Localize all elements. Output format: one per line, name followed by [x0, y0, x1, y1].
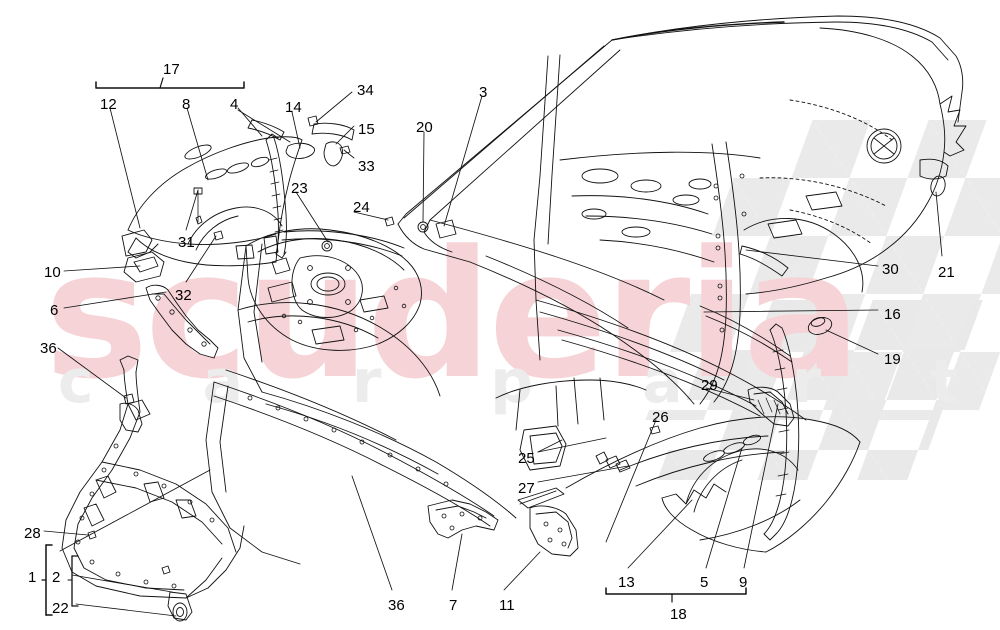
callout-10: 10 [44, 264, 61, 281]
callout-36-bottom: 36 [388, 597, 405, 614]
small-parts-bottom [427, 451, 631, 557]
body-shell-main [397, 15, 967, 421]
pillar-trim-strip [763, 323, 800, 541]
callout-2: 2 [52, 569, 61, 586]
callout-9: 9 [739, 574, 748, 591]
callout-3: 3 [479, 84, 488, 101]
callout-21: 21 [938, 264, 955, 281]
callout-17: 17 [163, 61, 180, 78]
callout-28: 28 [24, 525, 41, 542]
callout-14: 14 [285, 99, 302, 116]
small-parts-top [213, 115, 457, 252]
callout-13: 13 [618, 574, 635, 591]
callout-27: 27 [518, 480, 535, 497]
fender-trim-strip [265, 133, 287, 259]
callout-16: 16 [884, 306, 901, 323]
callout-23: 23 [291, 180, 308, 197]
callout-22: 22 [52, 600, 69, 617]
callout-30: 30 [882, 261, 899, 278]
callout-31: 31 [178, 234, 195, 251]
callout-6: 6 [50, 302, 59, 319]
callout-5: 5 [700, 574, 709, 591]
callout-18: 18 [670, 606, 687, 623]
callout-26: 26 [652, 409, 669, 426]
callout-24: 24 [353, 199, 370, 216]
callout-7: 7 [449, 597, 458, 614]
callout-20: 20 [416, 119, 433, 136]
callout-29: 29 [701, 377, 718, 394]
callout-8: 8 [182, 96, 191, 113]
sill-trim-parts [747, 175, 946, 427]
callout-33: 33 [358, 158, 375, 175]
callout-15: 15 [358, 121, 375, 138]
callout-12: 12 [100, 96, 117, 113]
callout-34: 34 [357, 82, 374, 99]
front-fender-outer [565, 416, 861, 553]
callout-36-top: 36 [40, 340, 57, 357]
callout-1: 1 [28, 569, 37, 586]
callout-32: 32 [175, 287, 192, 304]
brackets-left [119, 229, 219, 433]
callout-4: 4 [230, 96, 239, 113]
leader-lines [41, 77, 943, 617]
callout-19: 19 [884, 351, 901, 368]
callout-25: 25 [518, 450, 535, 467]
front-subframe [61, 355, 245, 622]
front-body-structure [205, 228, 647, 565]
callout-11: 11 [499, 597, 515, 614]
front-fender-panel [127, 136, 303, 267]
